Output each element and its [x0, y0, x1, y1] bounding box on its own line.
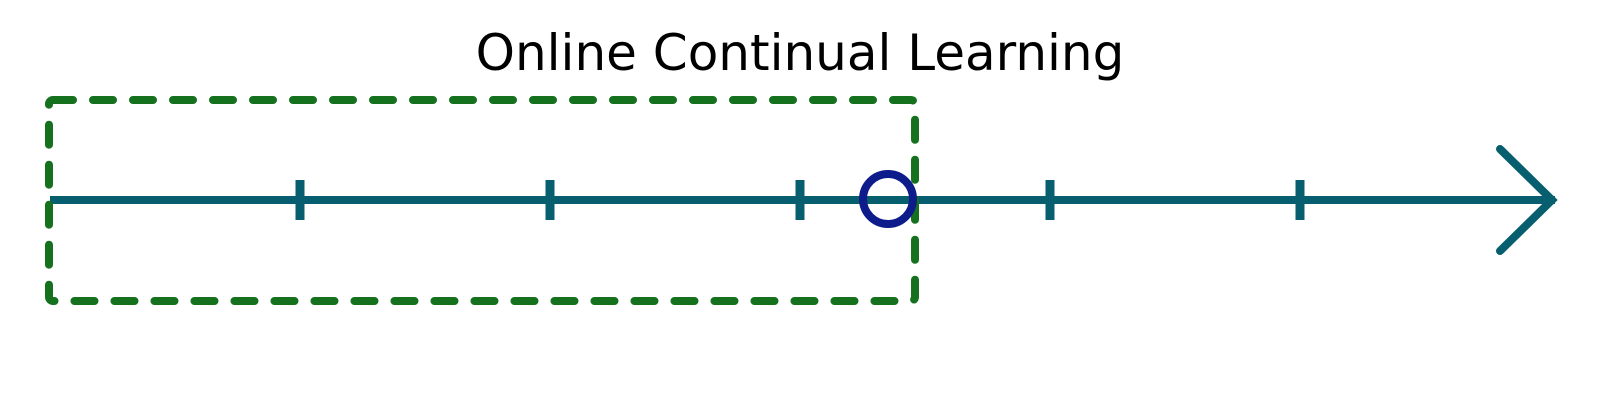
current-time-marker	[859, 170, 917, 228]
timeline-axis	[50, 145, 1558, 255]
arrowhead-icon	[1496, 145, 1558, 255]
timeline-ticks	[295, 180, 1305, 220]
diagram-title: Online Continual Learning	[475, 24, 1125, 82]
